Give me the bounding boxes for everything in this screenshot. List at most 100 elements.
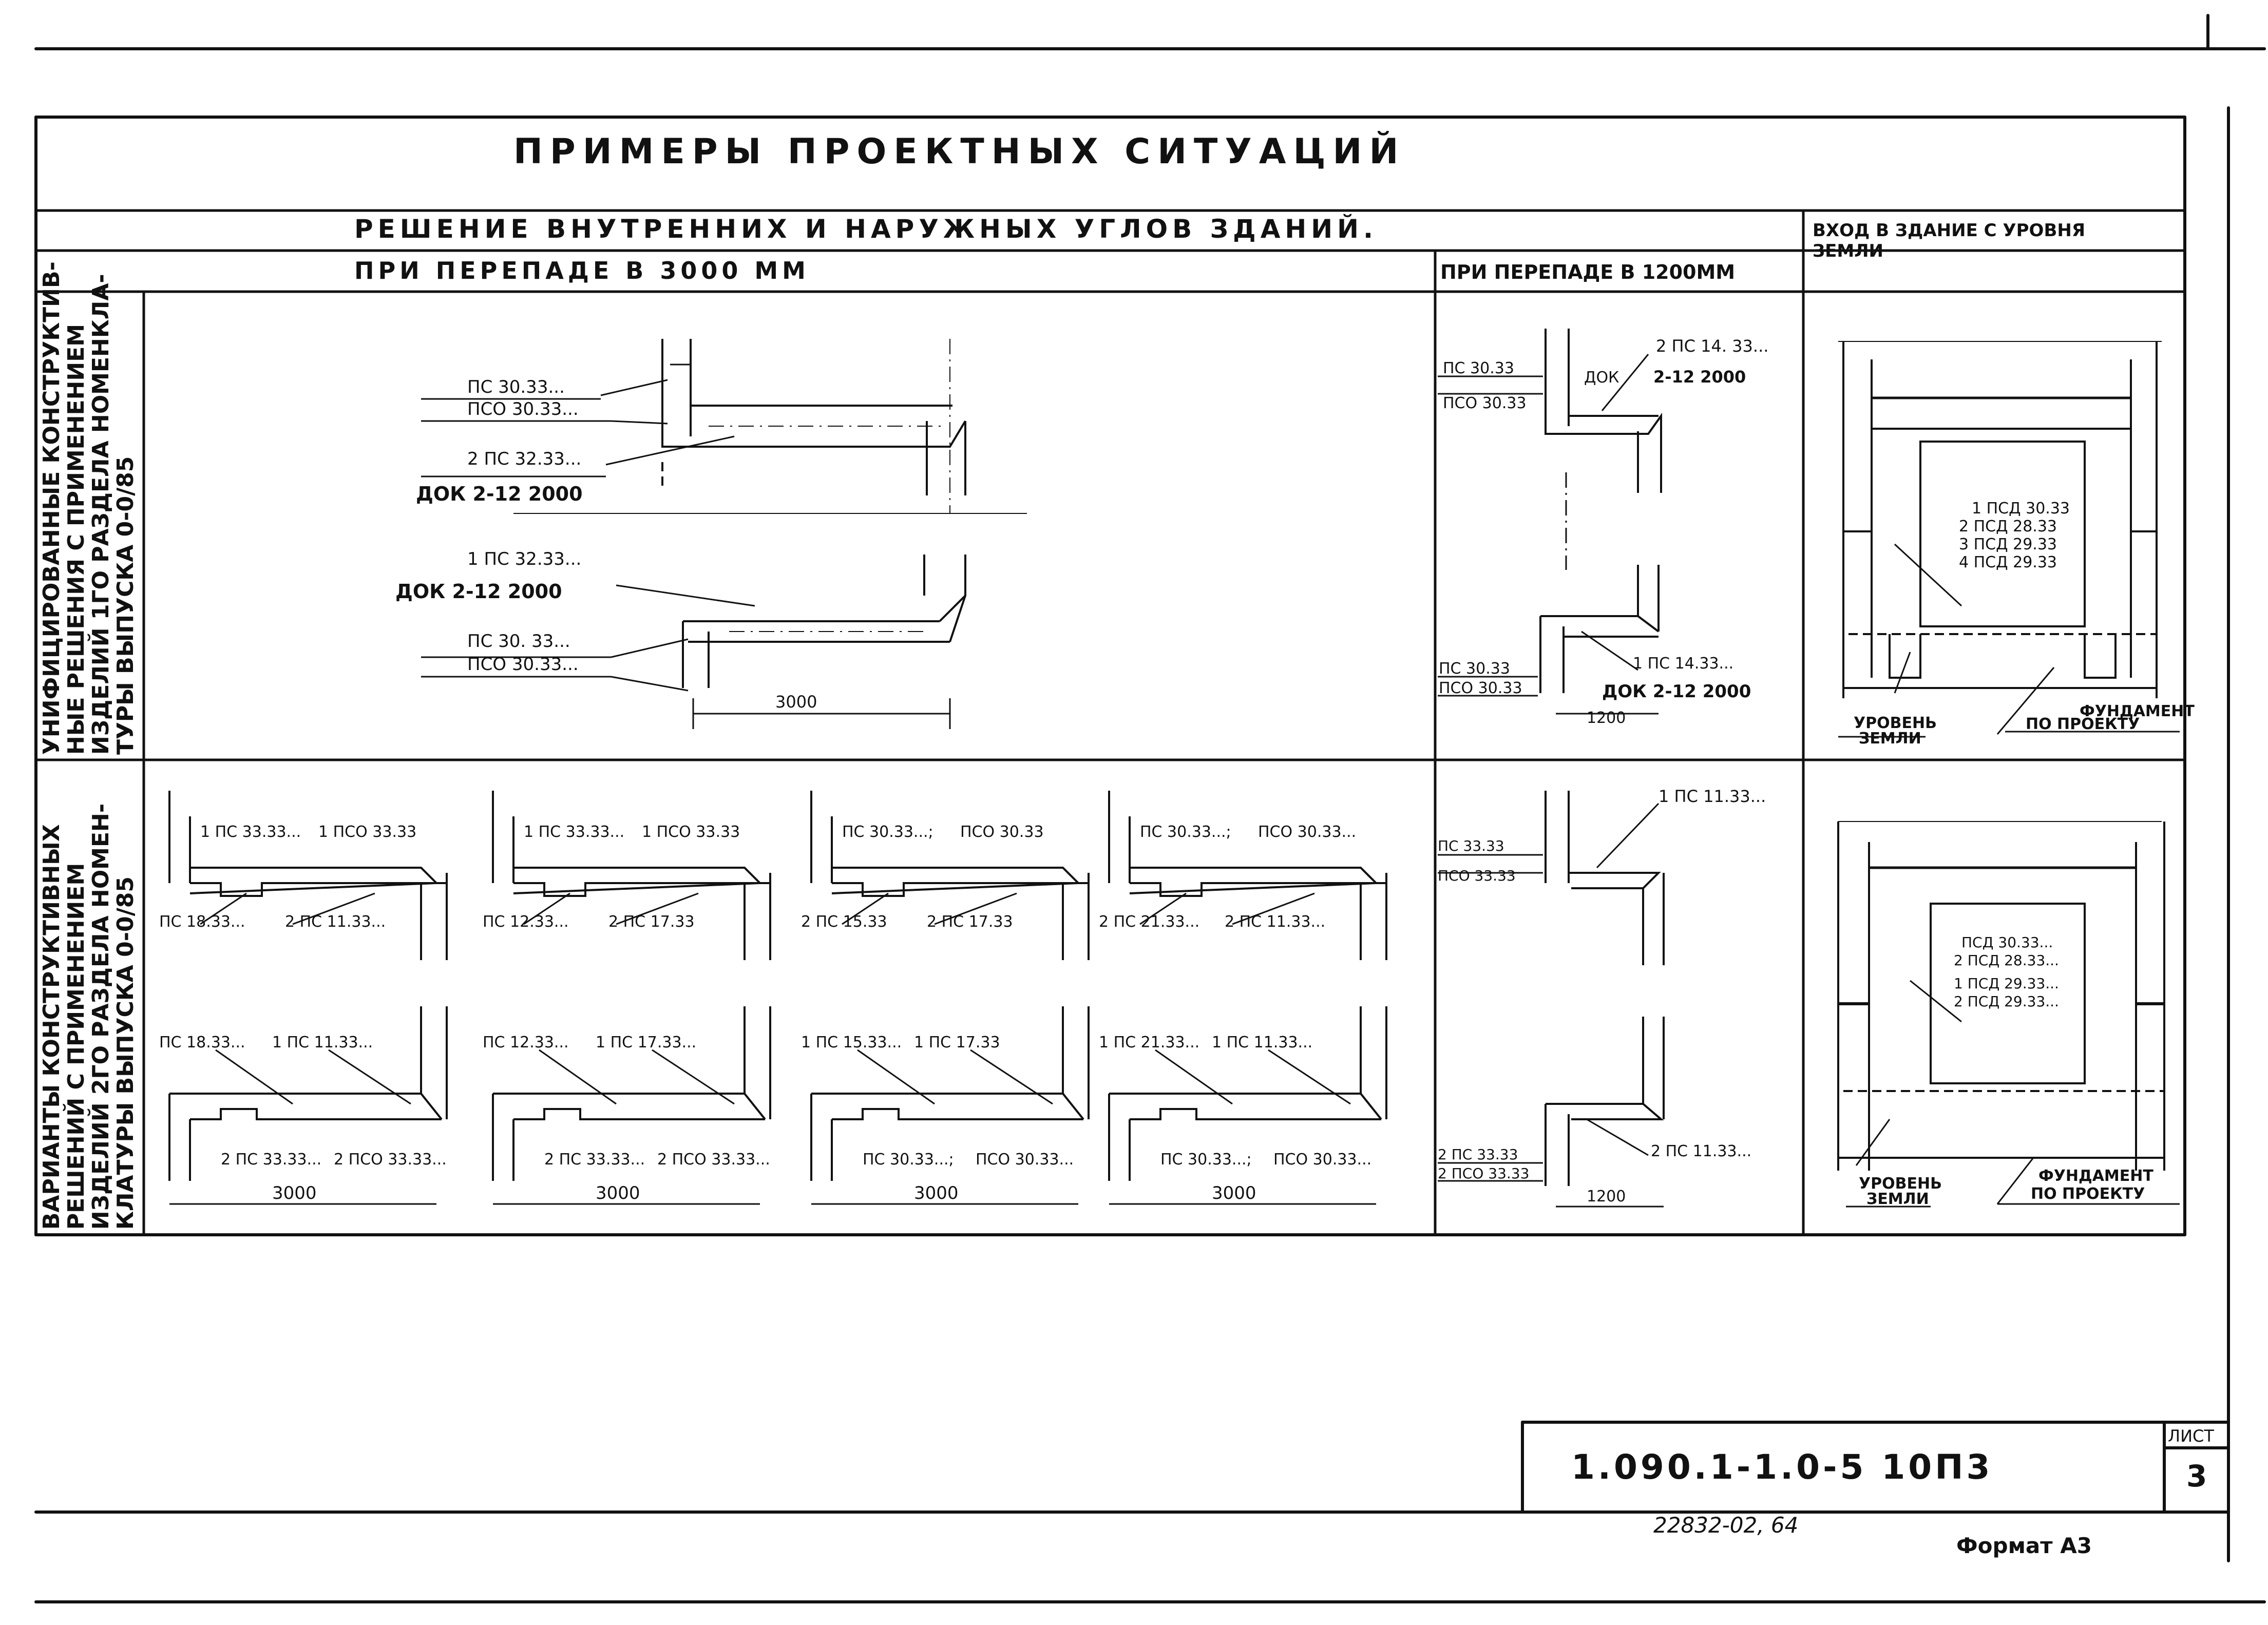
detail-unified-1200-bottom: ПС 30.33 ПСО 30.33 1 ПС 14.33... ДОК 2-1… <box>1438 565 1751 727</box>
entrance-top-foundation-line1: ФУНДАМЕНТ <box>2080 702 2195 720</box>
entrance-top-ground: УРОВЕНЬ ЗЕМЛИ <box>1854 714 1942 748</box>
table-grid <box>34 209 2186 1236</box>
entrance-top-item2: 2 ПСД 28.33 <box>1959 518 2057 536</box>
entrance-top-item1: 1 ПСД 30.33 <box>1972 500 2070 518</box>
dim-3000: 3000 <box>1212 1183 1256 1203</box>
label-d: ПСО 30.33... <box>976 1151 1074 1169</box>
label-a: ПС 18.33... <box>159 1034 245 1052</box>
label-b: 1 ПС 17.33... <box>596 1034 696 1052</box>
variant-detail-bottom-2: ПС 12.33... 1 ПС 17.33... 2 ПС 33.33... 2 П… <box>483 1006 771 1205</box>
label-ps2: 2 ПС 32.33... <box>467 449 581 469</box>
label-pso: ПСО 30.33... <box>467 654 579 675</box>
label-d: ПСО 30.33... <box>1273 1151 1371 1169</box>
drawing-code: 1.090.1-1.0-5 10П3 <box>1571 1447 1993 1487</box>
row-label-variants-line2: РЕШЕНИЙ С ПРИМЕНЕНИЕМ <box>62 863 89 1230</box>
label-ps: 2 ПС 33.33 <box>1438 1146 1518 1163</box>
label-ps: ПС 30.33 <box>1443 359 1514 377</box>
label-dok: ДОК <box>1584 369 1619 387</box>
label-ps: ПС 30.33... <box>467 377 565 397</box>
label-a: 1 ПС 33.33... <box>524 823 624 841</box>
label-a: ПС 12.33... <box>483 1034 569 1052</box>
entrance-bottom-foundation-line2: ПО ПРОЕКТУ <box>2031 1185 2145 1203</box>
detail-entrance-bottom: ПСД 30.33... 2 ПСД 28.33... 1 ПСД 29.33.… <box>1837 821 2180 1208</box>
label-d: 2 ПС 17.33 <box>927 913 1013 931</box>
entrance-bottom-item4: 2 ПСД 29.33... <box>1954 993 2059 1010</box>
row-label-unified-line3: ИЗДЕЛИЙ 1ГО РАЗДЕЛА НОМЕНКЛА- <box>87 274 114 755</box>
entrance-heading-line2: ЗЕМЛИ <box>1813 241 1883 261</box>
row-label-variants: ВАРИАНТЫ КОНСТРУКТИВНЫХ РЕШЕНИЙ С ПРИМЕН… <box>39 796 139 1230</box>
label-ps1: 1 ПС 11.33... <box>1659 787 1766 806</box>
label-b: 1 ПС 11.33... <box>272 1034 373 1052</box>
entrance-bottom-items: ПСД 30.33... 2 ПСД 28.33... 1 ПСД 29.33.… <box>1954 934 2064 1010</box>
label-ps: ПС 30.33 <box>1439 660 1510 678</box>
entrance-bottom-ground-line1: УРОВЕНЬ <box>1859 1175 1942 1193</box>
entrance-top-item4: 4 ПСД 29.33 <box>1959 553 2057 571</box>
label-pso: ПСО 30.33... <box>467 399 579 419</box>
entrance-top-ground-line1: УРОВЕНЬ <box>1854 714 1937 732</box>
detail-variants-1200-bottom: 2 ПС 33.33 2 ПСО 33.33 2 ПС 11.33... 120… <box>1438 1017 1751 1208</box>
dim-3000: 3000 <box>914 1183 959 1203</box>
entrance-bottom-item3: 1 ПСД 29.33... <box>1954 975 2059 992</box>
entrance-bottom-foundation-line1: ФУНДАМЕНТ <box>2038 1167 2153 1185</box>
entrance-bottom-ground-line2: ЗЕМЛИ <box>1866 1190 1929 1208</box>
entrance-bottom-ground: УРОВЕНЬ ЗЕМЛИ <box>1859 1175 1947 1208</box>
entrance-bottom-item1: ПСД 30.33... <box>1961 934 2053 951</box>
title-block <box>1521 1421 2230 1514</box>
label-ps: ПС 33.33 <box>1438 837 1504 854</box>
drop1200-heading: ПРИ ПЕРЕПАДЕ В 1200ММ <box>1440 261 1735 283</box>
label-ps2: 2 ПС 14. 33... <box>1656 336 1768 356</box>
label-d: 2 ПСО 33.33... <box>657 1151 770 1169</box>
dim-3000: 3000 <box>272 1183 317 1203</box>
entrance-bottom-item2: 2 ПСД 28.33... <box>1954 952 2059 969</box>
label-pso: ПСО 30.33 <box>1443 394 1527 412</box>
label-d: 2 ПС 17.33 <box>608 913 695 931</box>
label-b: 1 ПСО 33.33 <box>318 823 416 841</box>
entrance-top-foundation-line2: ПО ПРОЕКТУ <box>2026 715 2140 733</box>
entrance-heading: ВХОД В ЗДАНИЕ С УРОВНЯ ЗЕМЛИ <box>1813 220 2091 261</box>
label-b: ПСО 30.33 <box>960 823 1044 841</box>
dim-3000: 3000 <box>596 1183 640 1203</box>
variant-detail-bottom-1: ПС 18.33... 1 ПС 11.33... 2 ПС 33.33... 2 П… <box>159 1006 448 1205</box>
label-a: 1 ПС 15.33... <box>801 1034 902 1052</box>
label-c: 2 ПС 21.33... <box>1099 913 1199 931</box>
label-d: 2 ПСО 33.33... <box>334 1151 447 1169</box>
corners-heading: РЕШЕНИЕ ВНУТРЕННИХ И НАРУЖНЫХ УГЛОВ ЗДАН… <box>354 214 1378 244</box>
entrance-top-items: 1 ПСД 30.33 2 ПСД 28.33 3 ПСД 29.33 4 ПС… <box>1959 500 2075 571</box>
dim-1200: 1200 <box>1587 709 1626 727</box>
entrance-top-foundation: ФУНДАМЕНТ ПО ПРОЕКТУ <box>2026 702 2200 733</box>
svg-text:ВАРИАНТЫ КОНСТРУКТИВНЫХ: ВАРИАНТЫ КОНСТРУКТИВНЫХ РЕШЕНИЙ С ПРИМЕН… <box>39 796 139 1230</box>
label-c: 2 ПС 33.33... <box>544 1151 645 1169</box>
entrance-bottom-foundation: ФУНДАМЕНТ ПО ПРОЕКТУ <box>2031 1167 2159 1203</box>
entrance-top-item3: 3 ПСД 29.33 <box>1959 536 2057 553</box>
dim-1200: 1200 <box>1587 1188 1626 1206</box>
label-c: 2 ПС 15.33 <box>801 913 887 931</box>
svg-text:УНИФИЦИРОВАННЫЕ КОНСТРУКТИВ-: УНИФИЦИРОВАННЫЕ КОНСТРУКТИВ- НЫЕ РЕШЕНИЯ… <box>39 254 139 755</box>
entrance-top-ground-line2: ЗЕМЛИ <box>1859 730 1921 748</box>
label-c: 2 ПС 33.33... <box>221 1151 321 1169</box>
label-c: ПС 30.33...; <box>863 1151 954 1169</box>
row-label-unified-line2: НЫЕ РЕШЕНИЯ С ПРИМЕНЕНИЕМ <box>63 324 89 755</box>
inventory-number: 22832-02, 64 <box>1653 1513 1798 1538</box>
label-b: 1 ПСО 33.33 <box>642 823 740 841</box>
detail-unified-1200-top: ПС 30.33 ПСО 30.33 ДОК 2 ПС 14. 33... 2-… <box>1438 329 1768 570</box>
row-label-variants-line3: ИЗДЕЛИЙ 2ГО РАЗДЕЛА НОМЕН- <box>87 804 114 1230</box>
entrance-heading-line1: ВХОД В ЗДАНИЕ С УРОВНЯ <box>1813 220 2085 241</box>
label-a: 1 ПС 33.33... <box>200 823 301 841</box>
detail-variants-1200-top: 1 ПС 11.33... ПС 33.33 ПСО 33.33 <box>1438 787 1766 965</box>
label-b: ПСО 30.33... <box>1258 823 1356 841</box>
detail-unified-3000-bottom: 1 ПС 32.33... ДОК 2-12 2000 ПС 30. 33...… <box>395 549 966 729</box>
label-b: 1 ПС 11.33... <box>1212 1034 1312 1052</box>
variant-detail-bottom-4: 1 ПС 21.33...1 ПС 11.33...ПС 30.33...;ПС… <box>1099 1006 1387 1205</box>
label-ps1: 1 ПС 14.33... <box>1633 655 1733 673</box>
label-d: 2 ПС 11.33... <box>1225 913 1325 931</box>
label-dok: ДОК 2-12 2000 <box>395 580 562 603</box>
drop3000-heading: ПРИ ПЕРЕПАДЕ В 3000 ММ <box>354 257 810 284</box>
sheet-number: 3 <box>2186 1459 2207 1494</box>
row-label-unified-line4: ТУРЫ ВЫПУСКА 0-0/85 <box>112 456 139 755</box>
dim-3000: 3000 <box>775 692 817 712</box>
detail-unified-3000-top: ПС 30.33... ПСО 30.33... 2 ПС 32.33... Д… <box>416 339 1027 514</box>
label-a: ПС 30.33...; <box>1140 823 1231 841</box>
